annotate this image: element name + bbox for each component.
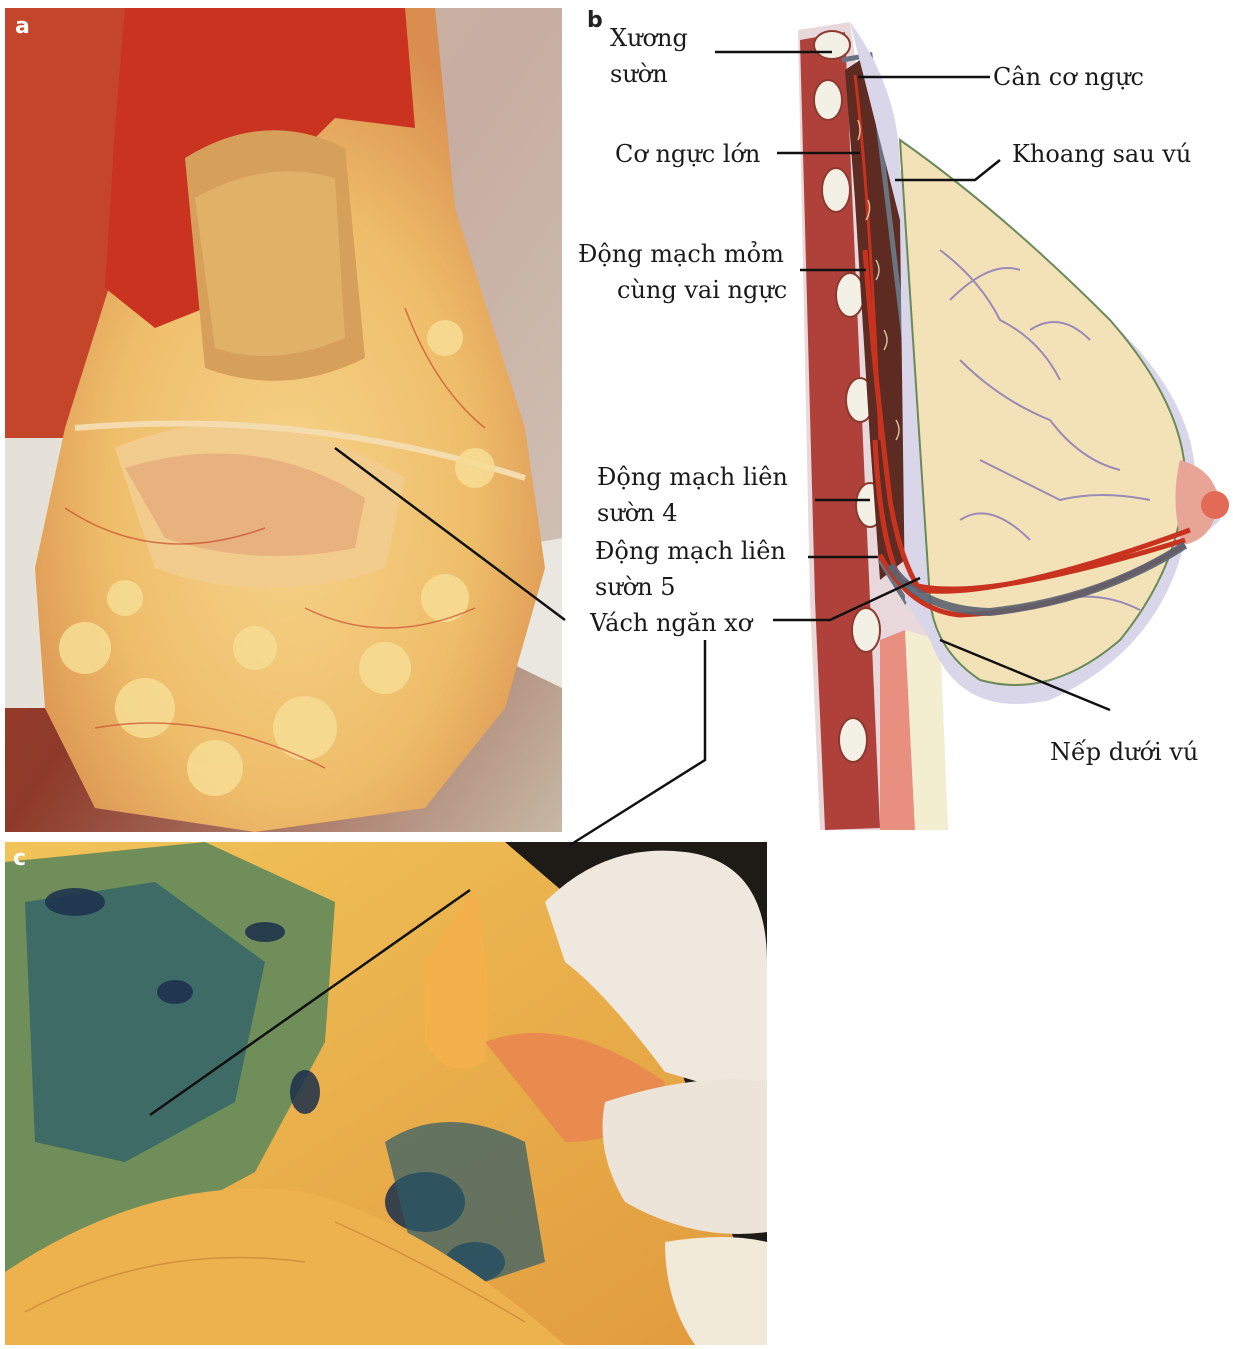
label-inframammary-fold: Nếp dưới vú	[1050, 734, 1198, 770]
label-5th-intercostal-artery-2: sườn 5	[595, 569, 676, 605]
diagram-panel-b: b	[575, 0, 1233, 850]
label-pectoral-fascia: Cân cơ ngực	[993, 59, 1144, 95]
label-fibrous-septum: Vách ngăn xơ	[590, 605, 752, 641]
breast-anatomy-diagram	[575, 0, 1233, 850]
panel-label-a: a	[15, 14, 30, 39]
photo-panel-a: a	[5, 8, 562, 832]
label-4th-intercostal-artery-2: sườn 4	[597, 495, 678, 531]
photo-panel-c: c	[5, 842, 767, 1345]
surgical-photo-c	[5, 842, 767, 1345]
label-pectoralis-major: Cơ ngực lớn	[615, 136, 760, 172]
label-rib: Xương	[610, 20, 688, 56]
label-5th-intercostal-artery: Động mạch liên	[595, 533, 786, 569]
panel-label-b: b	[587, 8, 603, 33]
surgical-photo-a	[5, 8, 562, 832]
label-thoracoacromial-artery: Động mạch mỏm	[578, 236, 784, 272]
panel-label-c: c	[13, 846, 26, 871]
label-thoracoacromial-artery-2: cùng vai ngực	[617, 272, 787, 308]
label-retromammary-space: Khoang sau vú	[1012, 136, 1191, 172]
label-4th-intercostal-artery: Động mạch liên	[597, 459, 788, 495]
label-rib-2: sườn	[610, 56, 668, 92]
